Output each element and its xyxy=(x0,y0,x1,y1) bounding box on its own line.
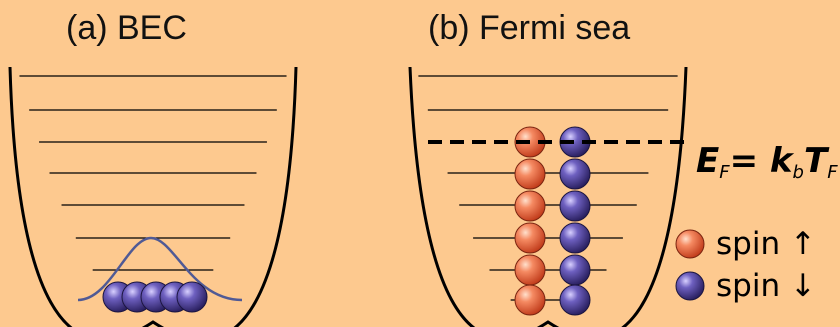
spin-down-particle xyxy=(559,190,591,222)
bec-well xyxy=(8,66,298,327)
fermi-particles xyxy=(514,126,591,316)
spin-down-legend-label: spin ↓ xyxy=(716,268,816,304)
fermi-parabola xyxy=(408,66,688,327)
equation-e-subscript: F xyxy=(719,162,730,183)
spin-down-particle xyxy=(559,254,591,286)
spin-up-particle xyxy=(514,254,546,286)
bec-wavefunction-envelope xyxy=(77,236,243,302)
equation-equals: = xyxy=(729,141,770,181)
equation-k-subscript: b xyxy=(792,162,804,183)
spin-down-particle xyxy=(559,158,591,190)
bec-condensate-atoms xyxy=(102,281,208,313)
equation-t-subscript: F xyxy=(827,162,838,183)
fermi-well xyxy=(408,66,690,327)
bec-title: (a) BEC xyxy=(66,9,187,47)
spin-up-particle xyxy=(514,158,546,190)
spin-up-particle xyxy=(514,284,546,316)
spin-up-particle xyxy=(514,222,546,254)
bec-energy-levels xyxy=(19,75,287,301)
fermi-energy-levels xyxy=(418,75,678,301)
fermi-sea-title: (b) Fermi sea xyxy=(428,9,631,47)
equation-k-symbol: k xyxy=(769,141,793,181)
equation-e-symbol: E xyxy=(696,141,720,181)
spin-up-particle xyxy=(514,190,546,222)
fermi-energy-equation: EF= kbTF xyxy=(696,144,838,182)
spin-down-particle xyxy=(559,284,591,316)
bec-atom xyxy=(176,281,208,313)
equation-t-symbol: T xyxy=(803,141,828,181)
spin-down-legend-marker xyxy=(675,271,705,301)
spin-up-legend-marker xyxy=(675,229,705,259)
bec-parabola xyxy=(8,66,298,327)
spin-down-particle xyxy=(559,222,591,254)
spin-up-legend-label: spin ↑ xyxy=(716,226,816,262)
